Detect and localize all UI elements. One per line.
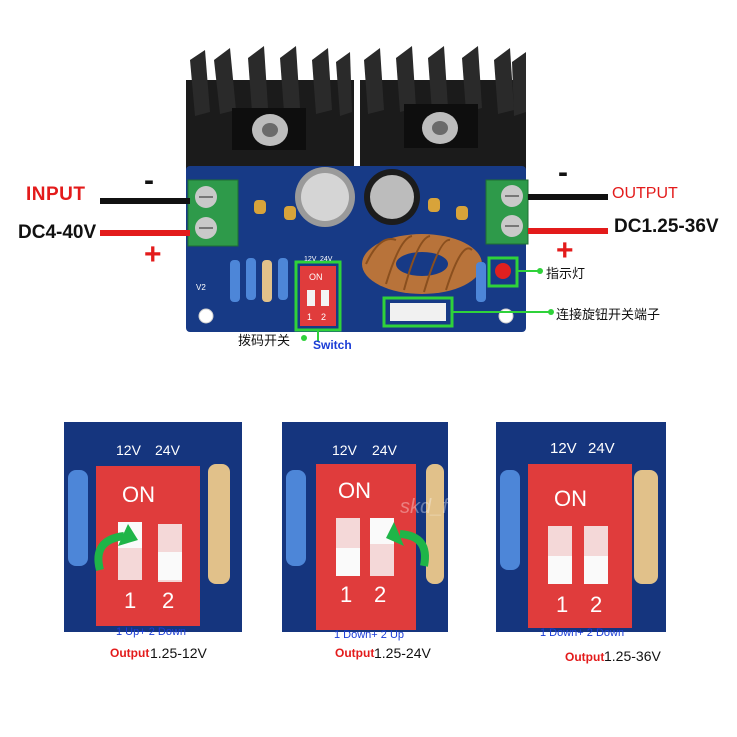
output-range-label: DC1.25-36V [614, 216, 719, 237]
input-minus-sign: - [144, 164, 154, 197]
inductor-coil [362, 234, 482, 294]
dip-switch-label-cn: 拨码开关 [238, 333, 291, 348]
board-photo [100, 46, 608, 342]
output-plus-sign: + [556, 234, 574, 267]
knob-connector-label: 连接旋钮开关端子 [556, 307, 661, 322]
panel2-voltage-1: 12V [332, 442, 357, 458]
watermark: skd_flyer [400, 496, 481, 518]
board-dip-n2: 2 [321, 312, 327, 322]
board-dip-switch[interactable] [294, 260, 342, 332]
detail-panel-3 [496, 422, 666, 632]
panel1-n1: 1 [124, 588, 137, 613]
input-terminal [187, 179, 239, 247]
capacitors [254, 167, 468, 227]
panel3-output-word: Output [565, 650, 605, 664]
input-range-label: DC4-40V [18, 222, 97, 243]
dip-detail-photos [64, 422, 666, 632]
board-dip-v1: 12V [304, 256, 317, 263]
panel3-on: ON [554, 486, 587, 511]
panel1-output-range: 1.25-12V [150, 645, 207, 661]
detail-panel-1 [64, 422, 242, 632]
panel2-output-range: 1.25-24V [374, 645, 431, 661]
panel2-setting: 1 Down+ 2 Up [334, 629, 405, 641]
input-plus-sign: + [144, 238, 162, 271]
v2-mark: V2 [196, 283, 206, 292]
output-terminal [485, 179, 529, 245]
panel1-voltage-1: 12V [116, 442, 141, 458]
panel1-n2: 2 [162, 588, 175, 613]
input-label: INPUT [26, 184, 86, 205]
panel1-output-word: Output [110, 646, 150, 660]
right-heatsink [360, 46, 526, 180]
panel3-n1: 1 [556, 592, 569, 617]
panel2-on: ON [338, 478, 371, 503]
resistors [230, 258, 486, 302]
panel2-n2: 2 [374, 582, 387, 607]
output-label: OUTPUT [612, 185, 678, 202]
panel3-voltage-2: 24V [588, 440, 615, 457]
dip-switch-label-en: Switch [313, 338, 352, 352]
indicator-light-label: 指示灯 [546, 266, 586, 281]
panel3-setting: 1 Down+ 2 Down [540, 627, 625, 639]
left-heatsink [186, 46, 354, 180]
board-dip-n1: 1 [307, 312, 313, 322]
board-dip-on: ON [309, 272, 323, 282]
panel1-on: ON [122, 482, 155, 507]
detail-panel-2 [282, 422, 448, 632]
panel1-voltage-2: 24V [155, 442, 180, 458]
panel3-output-range: 1.25-36V [604, 648, 661, 664]
panel2-n1: 1 [340, 582, 353, 607]
panel2-voltage-2: 24V [372, 442, 397, 458]
board-dip-v2: 24V [320, 256, 333, 263]
panel1-setting: 1 Up+ 2 Down [116, 626, 187, 638]
panel3-n2: 2 [590, 592, 603, 617]
panel2-output-word: Output [335, 646, 375, 660]
output-minus-sign: - [558, 156, 568, 189]
panel3-voltage-1: 12V [550, 440, 577, 457]
